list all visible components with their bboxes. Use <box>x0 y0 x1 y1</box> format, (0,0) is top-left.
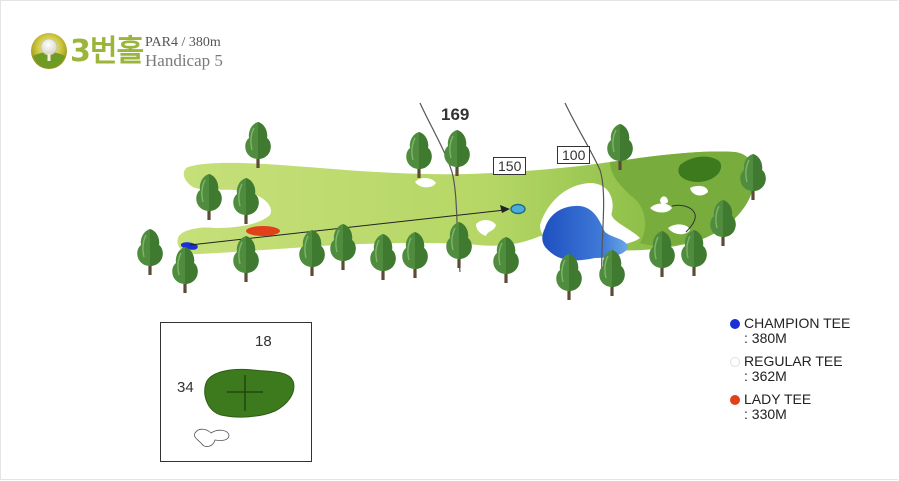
bunker-7 <box>660 196 668 205</box>
legend-name: CHAMPION TEE <box>744 315 851 331</box>
green-detail-box: 18 34 <box>160 322 312 462</box>
cart-path <box>671 204 696 233</box>
bunker-3 <box>650 203 672 213</box>
tree <box>136 228 164 276</box>
distance-line-100 <box>564 102 605 277</box>
distance-100-marker: 100 <box>557 146 591 164</box>
bunker-4 <box>668 224 690 235</box>
bunker-2 <box>476 219 496 236</box>
tree <box>555 253 583 301</box>
legend-name: REGULAR TEE <box>744 353 843 369</box>
tree <box>405 131 433 179</box>
legend-regular-tee: REGULAR TEE : 362M <box>730 354 850 384</box>
greenside-bunker <box>194 428 230 447</box>
tree <box>443 129 471 177</box>
distance-150-marker: 150 <box>493 157 527 175</box>
legend-distance: : 380M <box>744 330 787 346</box>
champion-tee-dot-icon <box>730 319 740 329</box>
par-distance: PAR4 / 380m <box>145 35 221 50</box>
target-marker <box>510 203 526 215</box>
green-width: 34 <box>177 379 194 396</box>
tee-legend: CHAMPION TEE : 380M REGULAR TEE : 362M L… <box>730 316 850 430</box>
regular-tee-dot-icon <box>730 357 740 367</box>
hole-number: 3번홀 <box>70 34 144 69</box>
legend-lady-tee: LADY TEE : 330M <box>730 392 850 422</box>
lady-tee <box>246 226 280 236</box>
tree <box>244 121 272 169</box>
lady-tee-dot-icon <box>730 395 740 405</box>
green-detail-drawing <box>194 368 295 447</box>
legend-champion-tee: CHAMPION TEE : 380M <box>730 316 850 346</box>
legend-distance: : 330M <box>744 406 787 422</box>
bunker-5 <box>690 185 708 196</box>
distance-169: 169 <box>441 105 470 124</box>
legend-name: LADY TEE <box>744 391 812 407</box>
green-shape <box>204 368 295 418</box>
bunker-1 <box>415 177 436 188</box>
legend-distance: : 362M <box>744 368 787 384</box>
putting-green <box>678 156 722 182</box>
water-hazard <box>542 205 628 261</box>
green-depth: 18 <box>255 333 272 350</box>
golf-ball-icon <box>31 33 67 69</box>
aim-arrow <box>500 205 510 213</box>
handicap: Handicap 5 <box>145 51 223 70</box>
